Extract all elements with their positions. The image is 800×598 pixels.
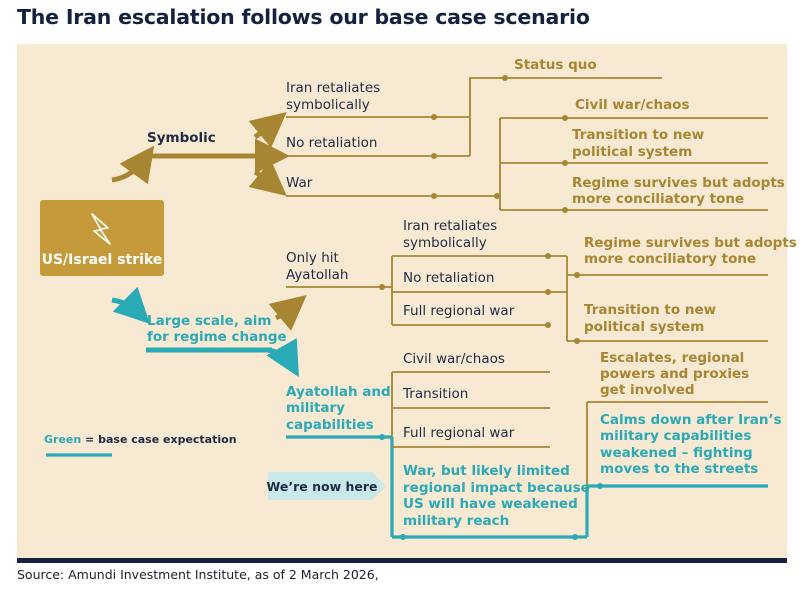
- sym-outcome-civil-war: Civil war/chaos: [500, 97, 768, 121]
- am-branch-full-war: Full regional war: [392, 425, 550, 448]
- svg-text:political system: political system: [584, 319, 704, 335]
- svg-text:Civil war/chaos: Civil war/chaos: [575, 97, 690, 113]
- sym-branch-war: War: [286, 175, 500, 199]
- svg-text:capabilities: capabilities: [286, 417, 374, 433]
- svg-text:powers and proxies: powers and proxies: [600, 366, 749, 382]
- am-outcome-escalates: Escalates, regional powers and proxies g…: [587, 350, 768, 403]
- svg-text:Regime survives but adopts: Regime survives but adopts: [572, 175, 785, 191]
- svg-text:regional impact because: regional impact because: [403, 480, 590, 496]
- sym-outcome-regime-survives: Regime survives but adopts more concilia…: [500, 175, 785, 213]
- svg-text:Status quo: Status quo: [514, 57, 597, 73]
- legend-highlight: Green: [44, 433, 81, 446]
- arrow-to-large-scale: [111, 286, 150, 324]
- svg-text:Transition to new: Transition to new: [584, 302, 716, 318]
- page-title: The Iran escalation follows our base cas…: [17, 5, 590, 29]
- bottom-rule: [17, 558, 787, 563]
- svg-text:Iran retaliates: Iran retaliates: [403, 218, 497, 234]
- svg-text:Green = base case expectation: Green = base case expectation: [44, 433, 237, 446]
- svg-text:military: military: [286, 400, 345, 416]
- svg-text:symbolically: symbolically: [403, 235, 487, 251]
- source-note: Source: Amundi Investment Institute, as …: [17, 567, 379, 582]
- oh-branch-no-retaliation: No retaliation: [392, 270, 567, 295]
- oh-outcome-transition: Transition to new political system: [567, 302, 768, 344]
- svg-text:Escalates, regional: Escalates, regional: [600, 350, 744, 366]
- svg-text:weakened – fighting: weakened – fighting: [600, 445, 753, 461]
- am-branch-transition: Transition: [392, 386, 550, 409]
- svg-text:Transition: Transition: [402, 386, 468, 402]
- start-label: US/Israel strike: [42, 252, 163, 268]
- legend: Green = base case expectation: [44, 433, 237, 457]
- arrow-sym-retaliates: [248, 112, 287, 148]
- svg-text:military capabilities: military capabilities: [600, 428, 751, 444]
- sym-branch-retaliates: Iran retaliates symbolically: [286, 80, 470, 120]
- svg-text:Iran retaliates: Iran retaliates: [286, 80, 380, 96]
- svg-text:War, but likely limited: War, but likely limited: [403, 463, 570, 479]
- am-branch-limited-war: War, but likely limited regional impact …: [392, 463, 590, 540]
- svg-text:for regime change: for regime change: [147, 329, 287, 345]
- svg-text:Transition to new: Transition to new: [572, 127, 704, 143]
- lightning-bolt-icon: [91, 213, 111, 245]
- am-branch-civil-war: Civil war/chaos: [392, 351, 550, 373]
- svg-text:Full regional war: Full regional war: [403, 303, 515, 319]
- arrow-to-ayatollah-military: [266, 338, 299, 378]
- svg-text:political system: political system: [572, 144, 692, 160]
- oh-outcome-regime-survives: Regime survives but adopts more concilia…: [567, 235, 797, 278]
- svg-text:No retaliation: No retaliation: [286, 135, 377, 151]
- symbolic-label: Symbolic: [147, 130, 216, 146]
- now-here-label: We’re now here: [267, 479, 378, 494]
- sym-branch-no-retaliation: No retaliation: [286, 135, 470, 159]
- svg-text:Large scale, aim: Large scale, aim: [147, 313, 271, 329]
- svg-text:Ayatollah and: Ayatollah and: [286, 384, 391, 400]
- ayatollah-military-label: Ayatollah and military capabilities: [286, 384, 391, 433]
- svg-text:more conciliatory tone: more conciliatory tone: [584, 251, 756, 267]
- now-here-marker: We’re now here: [267, 472, 386, 500]
- legend-text: = base case expectation: [81, 433, 236, 446]
- svg-text:Ayatollah: Ayatollah: [286, 267, 348, 283]
- oh-branch-retaliates: Iran retaliates symbolically: [392, 218, 567, 259]
- arrow-to-only-hit: [268, 295, 307, 331]
- svg-text:moves to the streets: moves to the streets: [600, 461, 758, 477]
- svg-text:War: War: [286, 175, 313, 191]
- svg-text:Full regional war: Full regional war: [403, 425, 515, 441]
- only-hit-label: Only hit Ayatollah: [286, 250, 348, 283]
- large-scale-label: Large scale, aim for regime change: [147, 313, 287, 345]
- svg-text:get involved: get involved: [600, 382, 695, 398]
- svg-text:symbolically: symbolically: [286, 97, 370, 113]
- start-node: US/Israel strike: [40, 200, 164, 276]
- svg-text:Regime survives but adopts: Regime survives but adopts: [584, 235, 797, 251]
- svg-text:Calms down after Iran’s: Calms down after Iran’s: [600, 412, 782, 428]
- svg-text:Only hit: Only hit: [286, 250, 339, 266]
- svg-text:No retaliation: No retaliation: [403, 270, 494, 286]
- svg-text:Civil war/chaos: Civil war/chaos: [403, 351, 505, 367]
- status-quo-connector: [469, 77, 662, 117]
- svg-text:military reach: military reach: [403, 513, 509, 529]
- sym-outcome-transition: Transition to new political system: [500, 127, 768, 166]
- sym-outcome-status-quo: Status quo: [514, 57, 597, 73]
- arrow-sym-war: [248, 160, 287, 196]
- arrow-to-symbolic: [111, 145, 155, 185]
- svg-text:US will have weakened: US will have weakened: [403, 496, 578, 512]
- am-outcome-calms-down: Calms down after Iran’s military capabil…: [587, 412, 782, 489]
- oh-branch-full-war: Full regional war: [392, 303, 551, 328]
- svg-text:more conciliatory tone: more conciliatory tone: [572, 191, 744, 207]
